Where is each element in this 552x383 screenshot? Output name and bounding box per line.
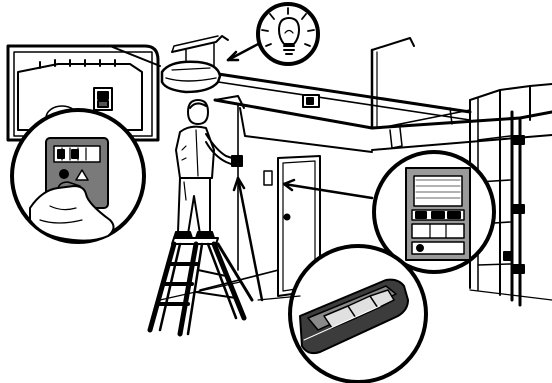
person-programming-opener (174, 100, 242, 238)
stepladder (150, 238, 252, 334)
remote-control-transmitter (290, 246, 426, 382)
light-bulb-icon (258, 4, 318, 64)
pointer-arrow-icon (228, 42, 262, 60)
garage-door-opener-unit (162, 62, 220, 92)
learn-button-icon (12, 110, 144, 242)
